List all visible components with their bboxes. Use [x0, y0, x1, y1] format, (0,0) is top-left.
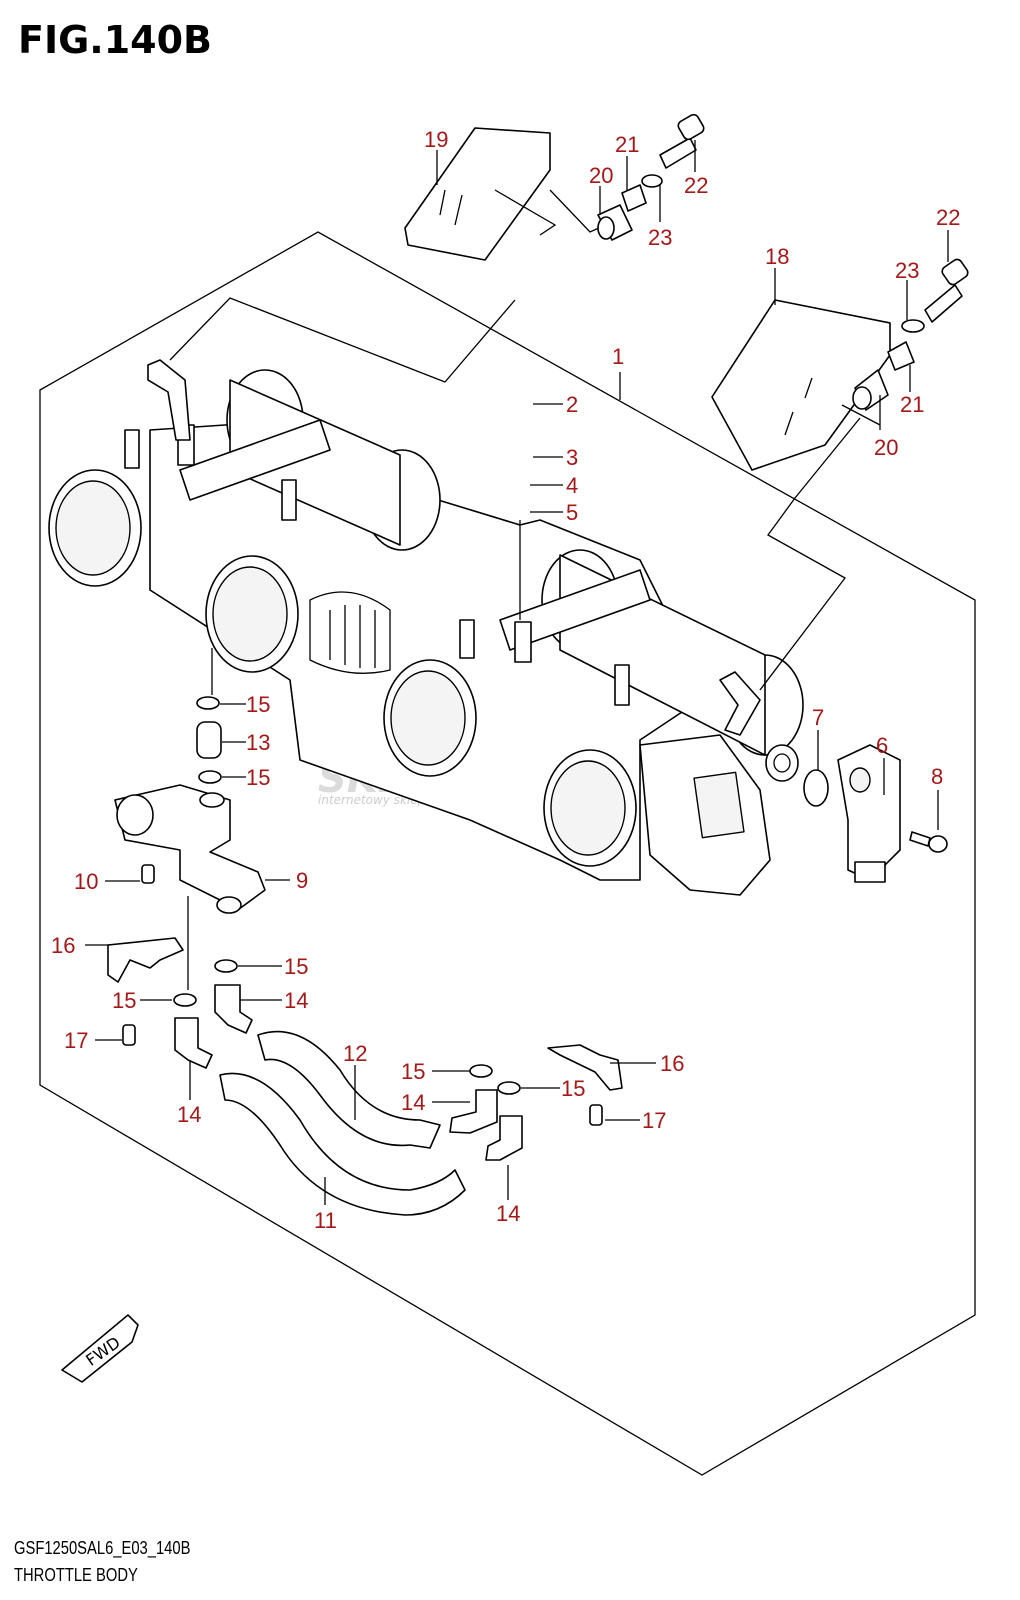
fitting-9 [114, 784, 266, 914]
callout-6: 6 [876, 733, 888, 758]
elbow-14a [214, 984, 253, 1034]
bolt-22b [924, 258, 969, 323]
fwd-arrow-icon: FWD [61, 1314, 139, 1383]
callout-1: 1 [612, 344, 624, 369]
callout-15-e: 15 [401, 1059, 425, 1084]
callout-14-c: 14 [401, 1090, 425, 1115]
callout-17-a: 17 [64, 1028, 88, 1053]
callout-15-b: 15 [246, 765, 270, 790]
elbow-14d [485, 1115, 523, 1161]
washer-23b [901, 319, 925, 333]
throttle-bore-2 [205, 555, 299, 673]
sensor-6 [837, 744, 901, 883]
elbow-14c [449, 1089, 498, 1134]
callout-23-b: 23 [895, 258, 919, 283]
callout-21-b: 21 [900, 392, 924, 417]
collar-20a [597, 204, 633, 241]
callout-16-a: 16 [51, 933, 75, 958]
callout-12: 12 [343, 1041, 367, 1066]
callout-4: 4 [566, 473, 578, 498]
throttle-bore-4 [543, 749, 637, 867]
callout-23-a: 23 [648, 225, 672, 250]
callout-labels: 1 2 3 4 5 6 7 8 9 10 11 12 13 14 14 14 1… [51, 127, 960, 1233]
callout-14-b: 14 [177, 1102, 201, 1127]
o-ring-15b [198, 770, 222, 784]
spacer-21b [887, 341, 915, 371]
elbow-14b [174, 1017, 213, 1069]
callout-9: 9 [296, 868, 308, 893]
clamp-16b [547, 1044, 623, 1091]
callout-15-f: 15 [561, 1076, 585, 1101]
callout-10: 10 [74, 869, 98, 894]
callout-21-a: 21 [615, 132, 639, 157]
throttle-bore-3 [383, 659, 477, 777]
o-ring-15e [469, 1064, 493, 1078]
model-code: GSF1250SAL6_E03_140B [14, 1538, 191, 1558]
callout-20-b: 20 [874, 435, 898, 460]
screw-17b [589, 1104, 603, 1126]
callout-14-a: 14 [284, 988, 308, 1013]
callout-5: 5 [566, 500, 578, 525]
bracket19-guide [169, 297, 516, 383]
clamp-16a [107, 937, 184, 983]
callout-2: 2 [566, 392, 578, 417]
bracket-19 [404, 127, 613, 261]
hose-12 [257, 1030, 441, 1149]
spacer-21a [621, 184, 647, 212]
o-ring-15c [173, 993, 197, 1007]
leader-lines [85, 140, 949, 1205]
joint-13 [196, 721, 222, 759]
bracket18-guide [759, 417, 861, 691]
callout-15-a: 15 [246, 692, 270, 717]
o-ring-15a [196, 696, 220, 710]
screw-17a [122, 1024, 136, 1046]
callout-18: 18 [765, 244, 789, 269]
callout-17-b: 17 [642, 1108, 666, 1133]
callout-13: 13 [246, 730, 270, 755]
screw-10 [141, 864, 155, 884]
o-ring-15d [214, 959, 238, 973]
callout-11: 11 [314, 1208, 337, 1233]
figure-title: FIG.140B [18, 18, 213, 62]
assembly-boundary [39, 231, 976, 1476]
callout-15-d: 15 [112, 988, 136, 1013]
callout-8: 8 [931, 764, 943, 789]
callout-20-a: 20 [589, 163, 613, 188]
washer-23a [641, 174, 663, 188]
callout-22-a: 22 [684, 173, 708, 198]
o-ring-15f [497, 1081, 521, 1095]
throttle-body-assembly [48, 359, 804, 896]
screw-8 [909, 831, 948, 853]
callout-15-c: 15 [284, 954, 308, 979]
figure-name: THROTTLE BODY [14, 1565, 138, 1585]
hose-11 [219, 1072, 466, 1216]
o-ring-7 [803, 769, 829, 807]
throttle-bore-1 [48, 469, 142, 587]
callout-14-d: 14 [496, 1201, 520, 1226]
callout-16-b: 16 [660, 1051, 684, 1076]
callout-19: 19 [424, 127, 448, 152]
callout-22-b: 22 [936, 205, 960, 230]
callout-7: 7 [812, 705, 824, 730]
bolt-22a [659, 113, 705, 169]
callout-3: 3 [566, 445, 578, 470]
